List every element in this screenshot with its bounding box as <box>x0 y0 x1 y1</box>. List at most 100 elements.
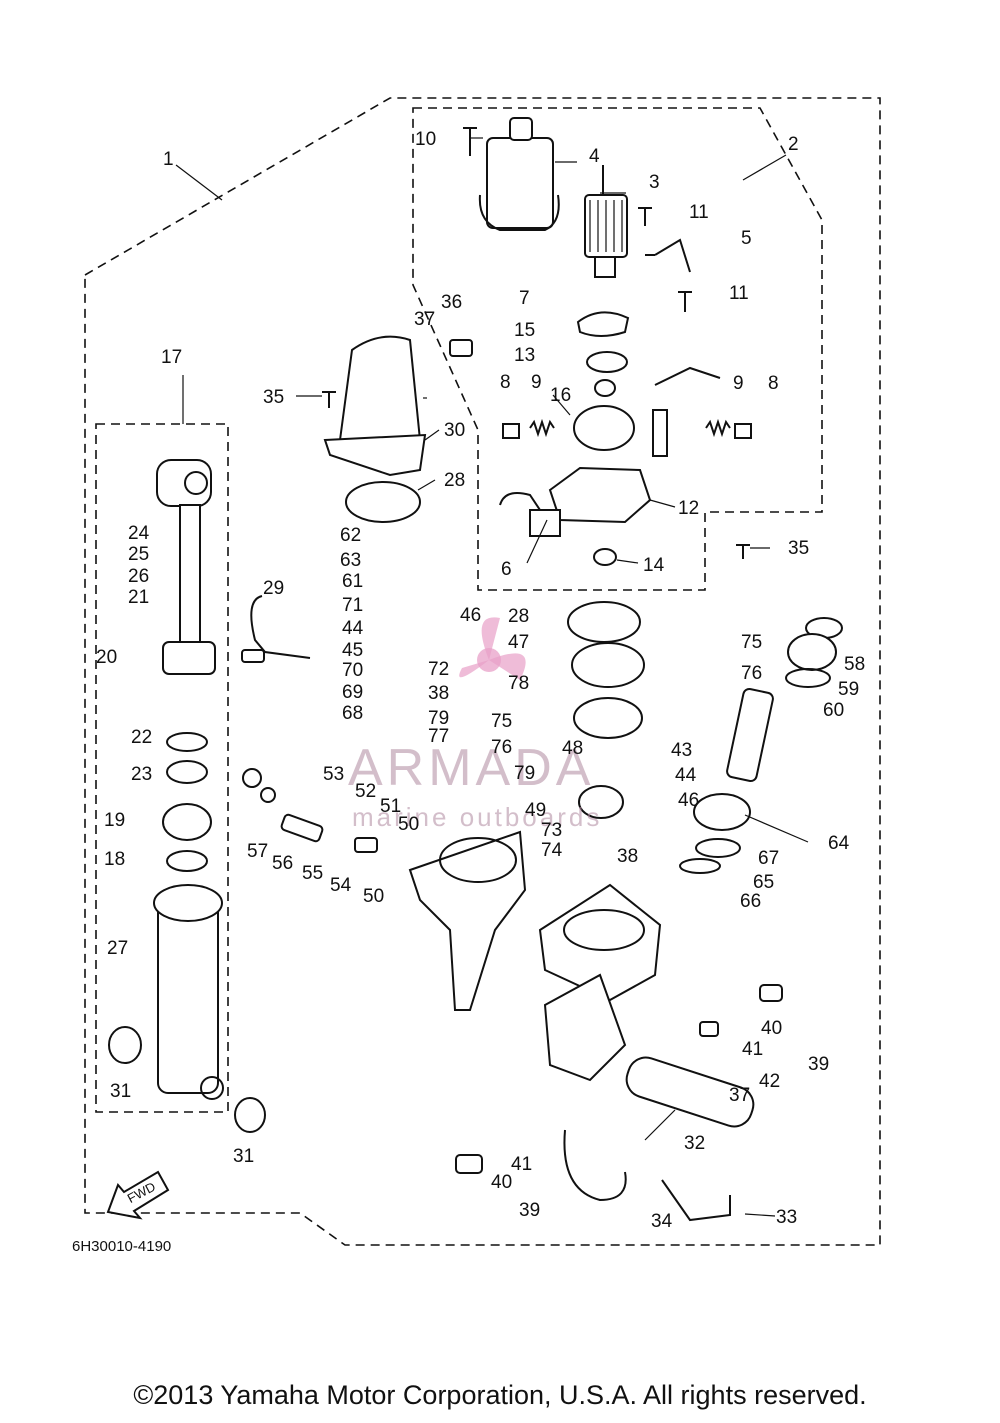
label-44b: 44 <box>675 765 697 786</box>
screw-11a <box>638 207 652 226</box>
label-18: 18 <box>104 849 125 870</box>
seal-14 <box>593 548 617 566</box>
ring-57 <box>242 768 262 788</box>
label-63: 63 <box>340 550 361 571</box>
o-ring-18 <box>166 850 208 872</box>
pipe-29 <box>241 649 265 663</box>
o-ring-60 <box>785 668 831 688</box>
label-41a: 41 <box>742 1039 763 1060</box>
label-75a: 75 <box>741 632 762 653</box>
label-40a: 40 <box>761 1018 782 1039</box>
fitting-39b <box>759 984 783 1002</box>
brush-holder <box>548 366 721 524</box>
label-62: 62 <box>340 525 361 546</box>
label-14: 14 <box>643 555 665 576</box>
label-46b: 46 <box>678 790 699 811</box>
bushing-31a <box>108 1026 142 1064</box>
label-24: 24 <box>128 523 150 544</box>
label-74: 74 <box>541 840 563 861</box>
label-78: 78 <box>508 673 529 694</box>
label-53: 53 <box>323 764 344 785</box>
label-11a: 11 <box>689 202 709 223</box>
label-41b: 41 <box>511 1154 532 1175</box>
screw-35b <box>736 544 750 559</box>
pipe-34 <box>563 1129 627 1202</box>
seal-13 <box>594 379 616 397</box>
label-52: 52 <box>355 781 376 802</box>
diagram-code: 6H30010-4190 <box>72 1238 172 1255</box>
valve-49 <box>578 785 624 819</box>
label-44a: 44 <box>342 618 364 639</box>
ring-56 <box>260 787 276 803</box>
label-76a: 76 <box>741 663 762 684</box>
label-27: 27 <box>107 938 128 959</box>
watermark-brand: ARMADA <box>348 739 594 797</box>
bushing-31b <box>234 1097 266 1133</box>
label-65: 65 <box>753 872 774 893</box>
label-34: 34 <box>651 1211 673 1232</box>
screw-35a <box>322 391 336 408</box>
label-20: 20 <box>96 647 117 668</box>
o-ring-28b <box>567 601 641 643</box>
cylinder-body-27 <box>153 884 224 1100</box>
label-11b: 11 <box>729 283 749 304</box>
assembly-boundary-2 <box>412 107 823 591</box>
label-77: 77 <box>428 726 449 747</box>
label-29: 29 <box>263 578 284 599</box>
fitting-42 <box>699 1021 719 1037</box>
label-51: 51 <box>380 796 401 817</box>
label-50a: 50 <box>398 814 419 835</box>
label-19: 19 <box>104 810 125 831</box>
label-72: 72 <box>428 659 449 680</box>
label-49: 49 <box>525 800 546 821</box>
label-30: 30 <box>444 420 465 441</box>
label-3: 3 <box>649 172 660 193</box>
copyright-notice: ©2013 Yamaha Motor Corporation, U.S.A. A… <box>133 1380 867 1410</box>
label-38a: 38 <box>428 683 449 704</box>
label-26: 26 <box>128 566 149 587</box>
plug-36 <box>449 339 473 357</box>
ring-78 <box>573 697 643 739</box>
label-28a: 28 <box>444 470 465 491</box>
label-54: 54 <box>330 875 352 896</box>
label-64: 64 <box>828 833 850 854</box>
cup-64 <box>693 793 751 831</box>
label-16: 16 <box>550 385 571 406</box>
brush-left <box>502 423 520 439</box>
label-8a: 8 <box>500 372 511 393</box>
label-46a: 46 <box>460 605 481 626</box>
main-housing <box>408 830 662 1082</box>
label-50b: 50 <box>363 886 384 907</box>
fitting-39a <box>455 1154 483 1174</box>
label-37a: 37 <box>414 309 435 330</box>
label-42: 42 <box>759 1071 780 1092</box>
fwd-arrow <box>106 1170 170 1220</box>
ram-32 <box>625 1056 755 1128</box>
label-39a: 39 <box>808 1054 829 1075</box>
pipe-33 <box>661 1179 731 1222</box>
label-22: 22 <box>131 727 152 748</box>
label-1: 1 <box>163 149 174 170</box>
pipe-29-line <box>250 595 311 659</box>
label-31a: 31 <box>110 1081 131 1102</box>
label-32: 32 <box>684 1133 705 1154</box>
motor-housing <box>478 117 560 231</box>
part-labels: 1 2 3 4 5 6 7 8 8 9 9 10 11 11 12 13 14 … <box>96 129 865 1232</box>
label-40b: 40 <box>491 1172 512 1193</box>
label-36: 36 <box>441 292 462 313</box>
label-79b: 79 <box>514 763 535 784</box>
lead-wire-6 <box>499 492 541 511</box>
label-45: 45 <box>342 640 363 661</box>
label-8b: 8 <box>768 373 779 394</box>
watermark: ARMADA marine outboards <box>348 617 599 832</box>
label-48: 48 <box>562 738 583 759</box>
label-68: 68 <box>342 703 363 724</box>
armature <box>584 165 628 278</box>
label-35b: 35 <box>788 538 809 559</box>
leader-lines <box>175 137 809 1217</box>
label-35a: 35 <box>263 387 284 408</box>
label-2: 2 <box>788 134 799 155</box>
piston-19 <box>162 803 212 841</box>
label-56: 56 <box>272 853 293 874</box>
